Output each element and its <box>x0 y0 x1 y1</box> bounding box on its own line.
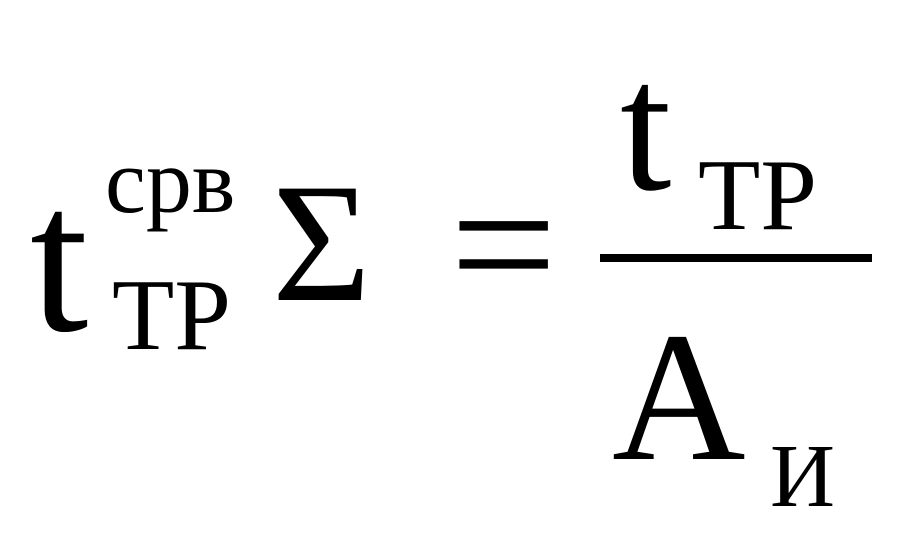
numerator-subscript: ТР <box>698 139 818 252</box>
sigma-symbol: Σ <box>272 149 371 337</box>
fraction-bar <box>600 254 872 262</box>
lhs-superscript: срв <box>105 130 236 232</box>
denominator-subscript: И <box>770 427 835 526</box>
lhs-base-symbol: t <box>30 144 89 376</box>
lhs-subscript: ТР <box>112 259 232 372</box>
numerator-base-symbol: t <box>620 25 672 230</box>
equals-sign: = <box>450 140 558 350</box>
denominator-base-symbol: А <box>612 295 746 500</box>
